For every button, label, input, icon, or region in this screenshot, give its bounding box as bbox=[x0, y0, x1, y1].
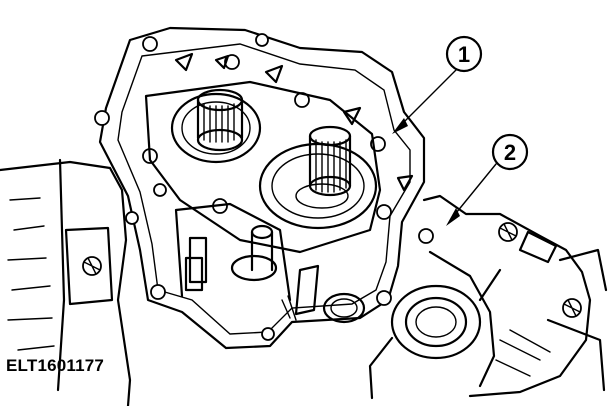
upper-shaft bbox=[170, 88, 262, 164]
gasket-bolts bbox=[94, 33, 434, 341]
inner-plate bbox=[144, 80, 382, 254]
figure-code: ELT1601177 bbox=[6, 356, 105, 375]
callout-1: 1 bbox=[445, 35, 483, 73]
right-housing bbox=[368, 194, 608, 400]
callout-1-label: 1 bbox=[458, 42, 470, 67]
lock-tabs bbox=[174, 52, 414, 192]
lower-shaft bbox=[258, 125, 378, 230]
left-housing bbox=[0, 158, 132, 406]
leader-lines bbox=[392, 69, 497, 226]
callout-2-label: 2 bbox=[504, 140, 516, 165]
callout-2: 2 bbox=[491, 133, 529, 171]
lower-case bbox=[174, 202, 366, 324]
